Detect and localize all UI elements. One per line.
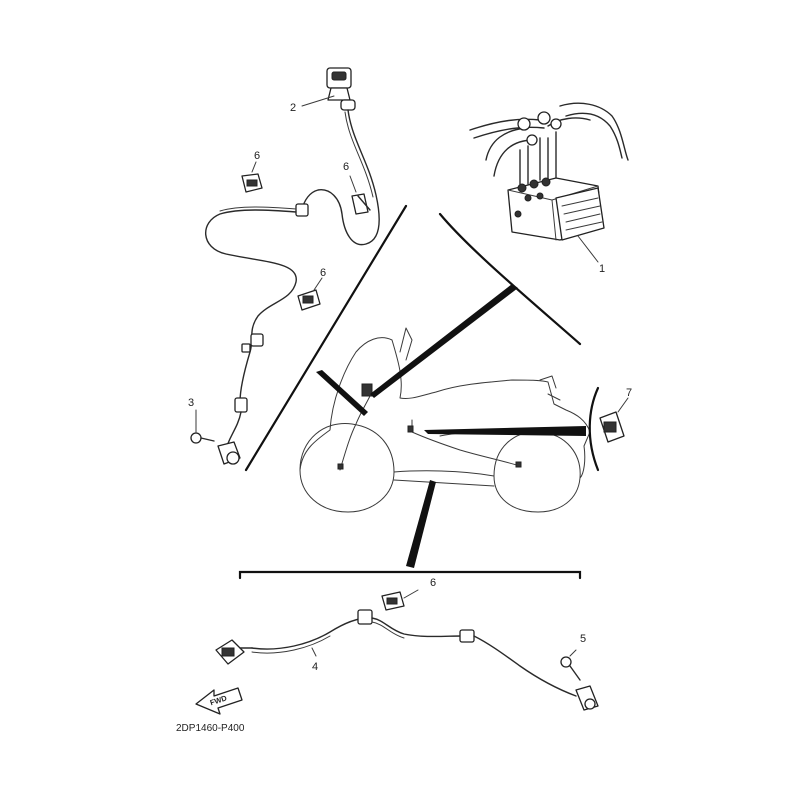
callout-2: 2 <box>290 102 296 114</box>
clamp-middle <box>297 289 321 311</box>
callout-7: 7 <box>626 387 632 399</box>
rear-grommet <box>357 609 373 625</box>
bottom-panel-frame <box>238 570 582 580</box>
left-panel-frame <box>244 204 408 472</box>
pointer-left <box>316 370 368 416</box>
motorcycle-outline <box>299 327 591 513</box>
clamp-bottom <box>381 589 419 611</box>
right-panel-frame <box>438 212 582 346</box>
bolt-5 <box>560 649 581 681</box>
callout-6-bottom: 6 <box>430 577 436 589</box>
pointer-rear <box>406 480 436 568</box>
top-connector <box>326 67 356 111</box>
fwd-arrow: FWD <box>195 687 243 715</box>
front-sensor-lead <box>190 67 380 465</box>
pointer-right <box>424 426 586 436</box>
drawing-code: 2DP1460-P400 <box>176 723 245 734</box>
connector-7 <box>599 397 629 443</box>
bolt-3 <box>190 432 215 444</box>
rear-connector <box>215 639 253 665</box>
clamp-upper-right <box>351 193 371 215</box>
clamp-upper-left <box>241 173 263 193</box>
callout-3: 3 <box>188 397 194 409</box>
callout-4: 4 <box>312 661 318 673</box>
rear-sensor-lead <box>215 589 599 711</box>
front-wheel-sensor <box>217 441 241 465</box>
rear-wheel-sensor <box>575 685 599 711</box>
connector-panel-frame <box>588 386 600 472</box>
callout-6-upper-left: 6 <box>254 150 260 162</box>
grommet <box>295 203 309 217</box>
abs-unit <box>469 102 629 263</box>
callout-6-middle: 6 <box>320 267 326 279</box>
pointer-abs <box>370 284 518 398</box>
callout-1: 1 <box>599 263 605 275</box>
callout-6-upper-right: 6 <box>343 161 349 173</box>
callout-5: 5 <box>580 633 586 645</box>
